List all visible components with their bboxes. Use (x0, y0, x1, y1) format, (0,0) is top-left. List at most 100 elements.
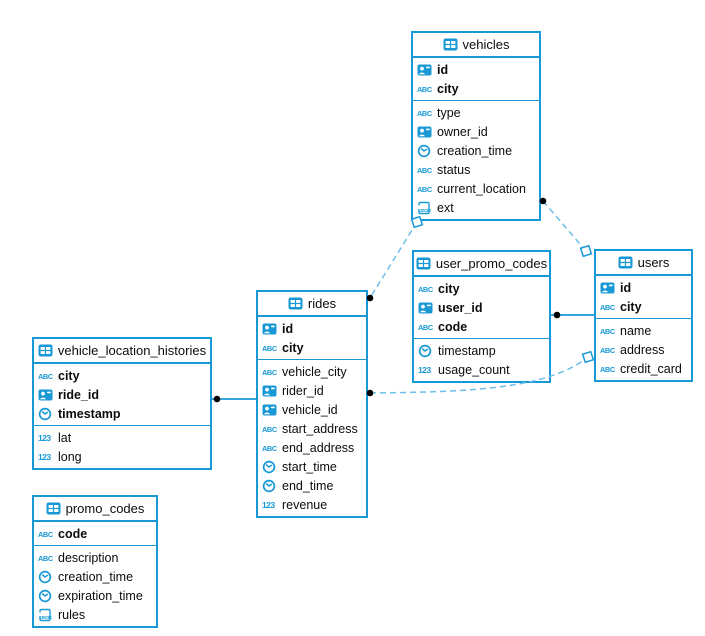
uuid-icon (417, 64, 437, 76)
json-icon: JSON (38, 608, 58, 622)
timestamp-icon (38, 407, 58, 421)
column-name: timestamp (58, 406, 121, 421)
column-name: rider_id (282, 383, 324, 398)
svg-text:JSON: JSON (40, 615, 52, 620)
text-type-icon: ABC (262, 443, 282, 453)
svg-text:ABC: ABC (418, 323, 434, 332)
svg-text:JSON: JSON (419, 208, 431, 213)
table-header[interactable]: vehicle_location_histories (34, 339, 210, 364)
column-name: code (438, 319, 468, 334)
svg-text:ABC: ABC (600, 346, 616, 355)
table-header[interactable]: rides (258, 292, 366, 317)
svg-text:ABC: ABC (262, 368, 278, 377)
uuid-icon (418, 302, 438, 314)
svg-text:ABC: ABC (600, 365, 616, 374)
column-name: current_location (437, 181, 526, 196)
text-type-icon: ABC (417, 84, 437, 94)
text-type-icon: ABC (418, 322, 438, 332)
column-name: city (620, 299, 642, 314)
table-header[interactable]: promo_codes (34, 497, 156, 522)
table-title: rides (307, 296, 337, 311)
column-name: long (58, 449, 82, 464)
column-name: city (58, 368, 80, 383)
table-title: vehicles (462, 37, 510, 52)
number-type-icon: 123 (38, 451, 58, 462)
column-row: id (258, 319, 366, 338)
svg-text:123: 123 (38, 452, 51, 462)
column-name: city (437, 81, 459, 96)
timestamp-icon (418, 344, 438, 358)
column-name: id (282, 321, 294, 336)
table-icon (416, 257, 431, 270)
column-name: ride_id (58, 387, 99, 402)
svg-text:123: 123 (418, 365, 431, 375)
column-name: vehicle_id (282, 402, 338, 417)
timestamp-icon (417, 144, 437, 158)
timestamp-icon (262, 460, 282, 474)
column-name: ext (437, 200, 454, 215)
column-row: vehicle_id (258, 400, 366, 419)
text-type-icon: ABC (600, 302, 620, 312)
text-type-icon: ABC (262, 424, 282, 434)
column-row: creation_time (413, 141, 539, 160)
text-type-icon: ABC (600, 326, 620, 336)
timestamp-icon (38, 570, 58, 584)
timestamp-icon (38, 589, 58, 603)
relation-vehicles-to-rides[interactable] (369, 221, 418, 299)
column-name: city (282, 340, 304, 355)
table-header[interactable]: vehicles (413, 33, 539, 58)
column-name: start_time (282, 459, 337, 474)
column-row: rider_id (258, 381, 366, 400)
text-type-icon: ABC (417, 165, 437, 175)
column-name: end_time (282, 478, 334, 493)
column-row: timestamp (414, 341, 549, 360)
relation-vehicles-to-users[interactable] (542, 200, 587, 252)
column-name: vehicle_city (282, 364, 347, 379)
column-name: status (437, 162, 471, 177)
column-name: credit_card (620, 361, 682, 376)
column-row: expiration_time (34, 586, 156, 605)
column-name: creation_time (58, 569, 134, 584)
table-icon (288, 297, 303, 310)
svg-text:123: 123 (262, 500, 275, 510)
uuid-icon (600, 282, 620, 294)
table-icon (443, 38, 458, 51)
column-name: type (437, 105, 461, 120)
svg-text:ABC: ABC (417, 166, 433, 175)
column-name: user_id (438, 300, 483, 315)
table-title: user_promo_codes (435, 256, 548, 271)
table-title: vehicle_location_histories (57, 343, 207, 358)
table-header[interactable]: user_promo_codes (414, 252, 549, 277)
svg-text:123: 123 (38, 433, 51, 443)
table-header[interactable]: users (596, 251, 691, 276)
svg-text:ABC: ABC (600, 327, 616, 336)
column-row: 123 long (34, 447, 210, 466)
